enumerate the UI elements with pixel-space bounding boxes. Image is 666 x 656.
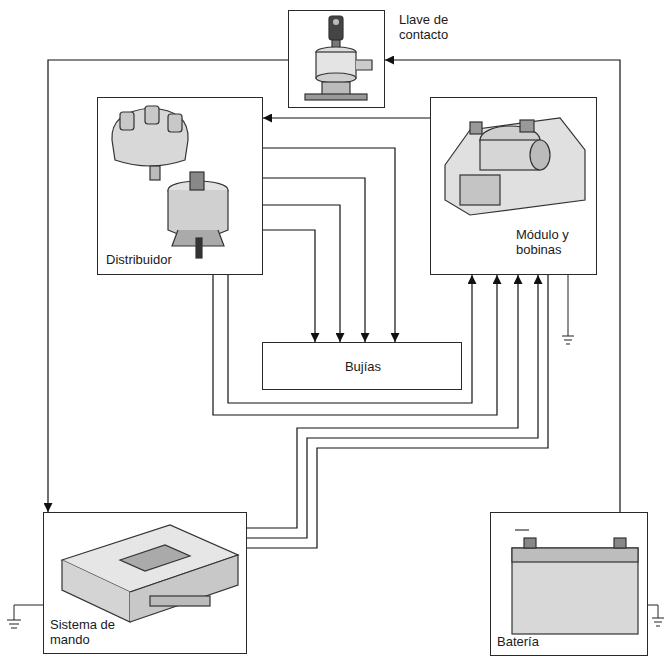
wire-connector [263,205,340,342]
distributor-illustration [112,106,228,258]
node-label: Módulo y bobinas [516,228,586,258]
control-system-box: Sistema de mando [43,512,247,654]
module-coils-illustration [445,118,585,215]
wire-connector [48,60,288,512]
module-coils-box: Módulo y bobinas [430,97,597,275]
distributor-box: Distribuidor [97,97,263,275]
battery-box: Batería [490,512,648,656]
node-label: Distribuidor [106,253,172,268]
battery-illustration [512,530,638,634]
wire-connector [263,178,365,342]
wire-connector [247,275,538,538]
node-label: Bujías [345,360,381,375]
wire-connector [247,275,548,548]
wire-connector [263,117,430,118]
node-label: Llave de contacto [399,13,448,43]
ignition-key-illustration [305,16,372,100]
wire-connector [247,275,518,528]
node-label: Batería [497,635,539,650]
ground-wires [7,275,664,628]
node-label: Sistema de mando [50,618,150,648]
wire-connector [228,275,472,403]
wire-connector [263,230,315,342]
control-unit-illustration [62,525,238,622]
wire-connector [385,60,620,512]
wire-connector [213,275,497,415]
ignition-key-box: Llave de contacto [288,10,385,108]
spark-plugs-box: Bujías [262,342,462,390]
wire-connector [263,148,395,342]
